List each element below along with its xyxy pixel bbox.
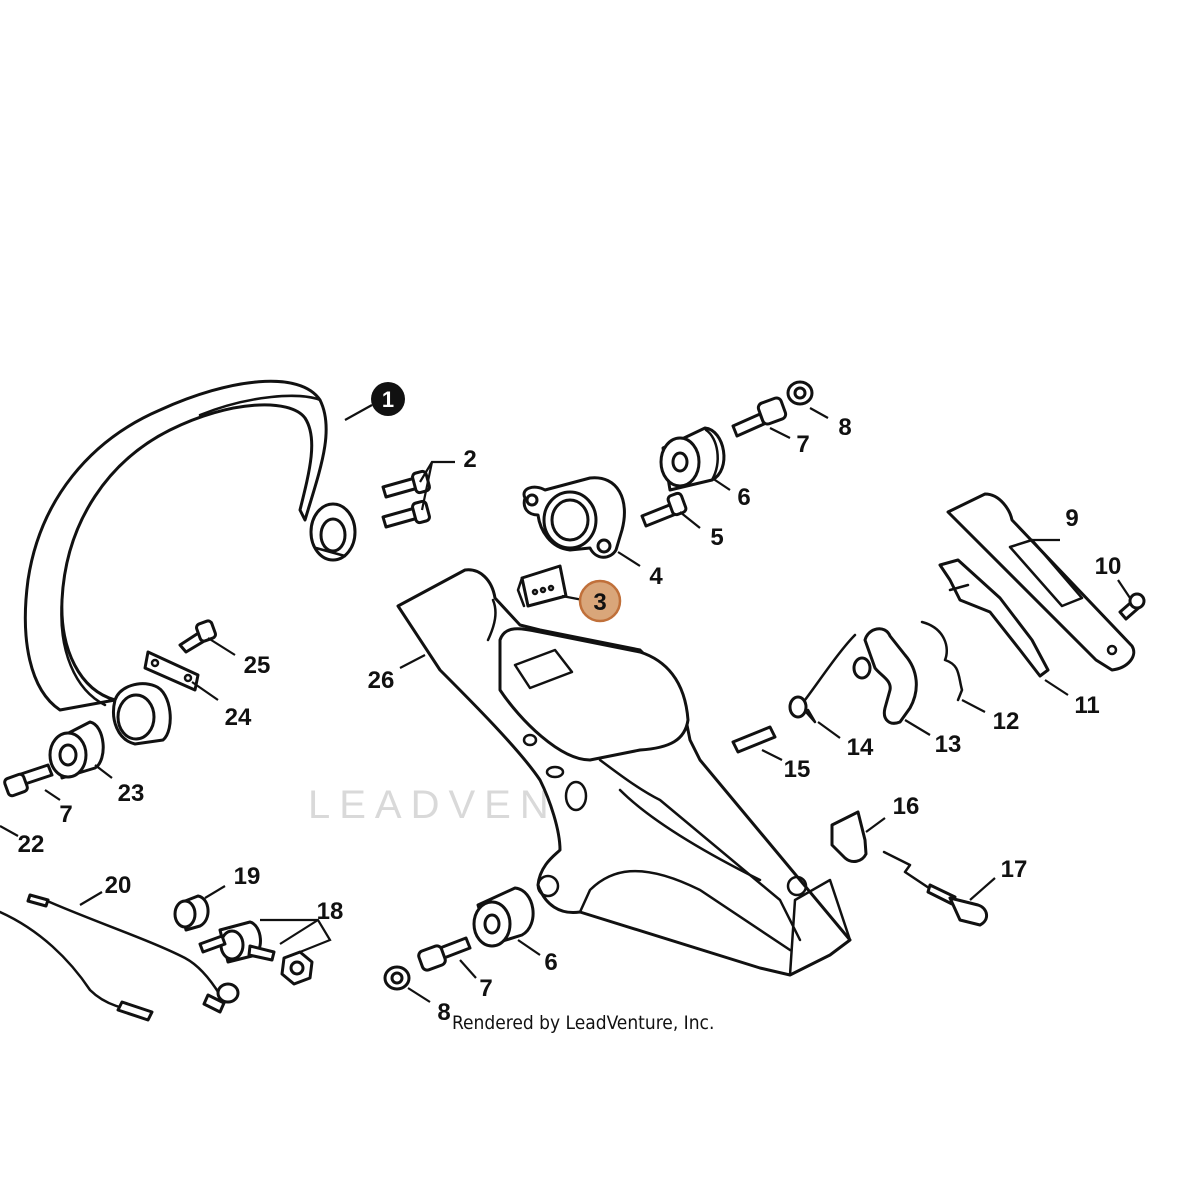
- screw-bottom[interactable]: [417, 936, 472, 972]
- callout-10[interactable]: 10: [1095, 553, 1122, 580]
- rubber-mount-bottom[interactable]: [472, 886, 535, 948]
- highlight-ring: [578, 579, 622, 623]
- front-handle-bar[interactable]: [23, 379, 357, 712]
- callout-2[interactable]: 2: [463, 446, 476, 473]
- callout-7-top[interactable]: 7: [796, 431, 809, 458]
- screw-top[interactable]: [731, 396, 788, 438]
- credit-text: Rendered by LeadVenture, Inc.: [452, 1012, 714, 1034]
- pin-part-15[interactable]: [731, 725, 777, 754]
- washer-bottom[interactable]: [383, 965, 411, 991]
- callout-9[interactable]: 9: [1065, 505, 1078, 532]
- callout-4[interactable]: 4: [649, 563, 663, 590]
- callout-23[interactable]: 23: [118, 780, 145, 807]
- plunger-part-17[interactable]: [882, 850, 988, 927]
- handle-housing-part-26[interactable]: [396, 568, 852, 977]
- callout-1[interactable]: 1: [371, 382, 405, 416]
- washer-top[interactable]: [786, 380, 814, 406]
- callout-26[interactable]: 26: [368, 667, 395, 694]
- callout-15[interactable]: 15: [784, 756, 811, 783]
- callout-17[interactable]: 17: [1001, 856, 1028, 883]
- callout-3-highlight[interactable]: 3: [578, 579, 622, 623]
- callout-5[interactable]: 5: [710, 524, 723, 551]
- cable-part-20[interactable]: [0, 893, 240, 1022]
- callout-14[interactable]: 14: [847, 734, 874, 761]
- wire-spring-part-12[interactable]: [920, 620, 964, 702]
- cover-plate-part-9[interactable]: [946, 492, 1136, 672]
- plate-part-16[interactable]: [830, 810, 868, 863]
- callout-24[interactable]: 24: [225, 704, 252, 731]
- screw-part-25[interactable]: [178, 619, 217, 654]
- handle-ring-left[interactable]: [112, 682, 172, 746]
- callout-6-bottom[interactable]: 6: [544, 949, 557, 976]
- callout-18[interactable]: 18: [317, 898, 344, 925]
- callout-6-top[interactable]: 6: [737, 484, 750, 511]
- callout-8-top[interactable]: 8: [838, 414, 851, 441]
- bracket-part-4[interactable]: [522, 476, 626, 559]
- screw-part-5[interactable]: [640, 491, 688, 528]
- rubber-mount-top[interactable]: [659, 426, 726, 492]
- plate-part-24[interactable]: [143, 650, 200, 692]
- sleeve-part-19[interactable]: [173, 894, 210, 932]
- svg-text:1: 1: [382, 387, 394, 412]
- callout-8-bottom[interactable]: 8: [437, 999, 450, 1026]
- rubber-mount-part-23[interactable]: [48, 720, 105, 780]
- torsion-spring-part-14[interactable]: [788, 633, 857, 724]
- callout-7-bottom[interactable]: 7: [479, 975, 492, 1002]
- screw-part-10[interactable]: [1118, 592, 1146, 621]
- switch-part-18[interactable]: [198, 920, 314, 986]
- lever-part-11[interactable]: [938, 558, 1050, 678]
- callout-22[interactable]: 22: [18, 831, 45, 858]
- leader-lines: [0, 404, 1131, 1003]
- callout-12[interactable]: 12: [993, 708, 1020, 735]
- callout-11[interactable]: 11: [1074, 692, 1099, 719]
- svg-text:3: 3: [593, 589, 606, 616]
- trigger-part-13[interactable]: [852, 627, 918, 725]
- clip-part-3[interactable]: [516, 564, 568, 608]
- callout-25[interactable]: 25: [244, 652, 271, 679]
- callout-7-left[interactable]: 7: [59, 801, 72, 828]
- callout-20[interactable]: 20: [105, 872, 132, 899]
- callout-19[interactable]: 19: [234, 863, 261, 890]
- callout-13[interactable]: 13: [935, 731, 962, 758]
- screw-left[interactable]: [3, 763, 54, 798]
- callout-16[interactable]: 16: [893, 793, 920, 820]
